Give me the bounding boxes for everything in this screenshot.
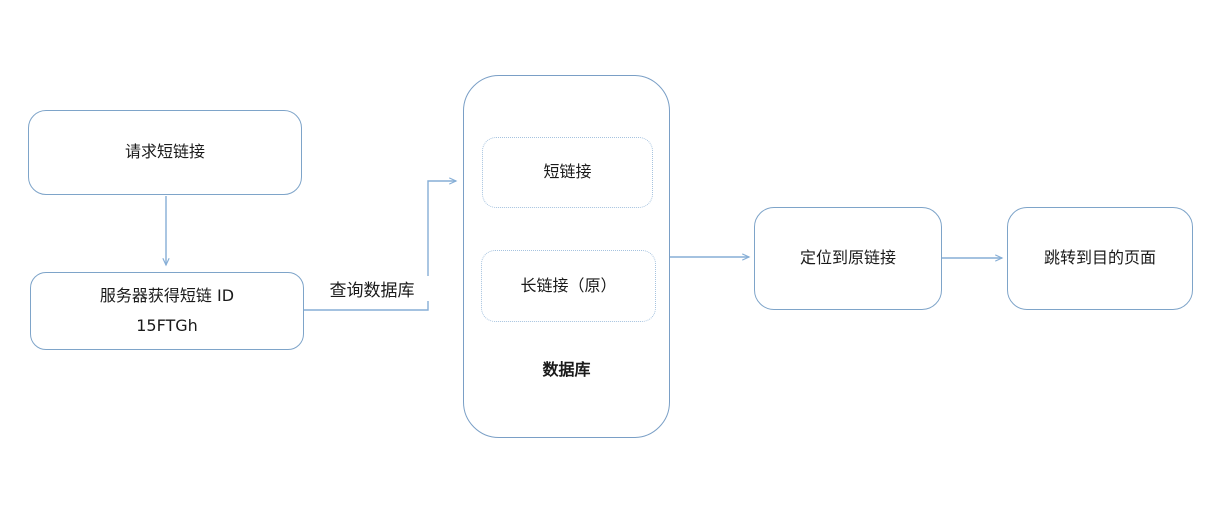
- node-server-label-line1: 服务器获得短链 ID: [99, 286, 235, 305]
- node-request-short-link: 请求短链接: [28, 110, 302, 195]
- node-long-link-original: 长链接（原）: [481, 250, 656, 322]
- node-request-label: 请求短链接: [124, 142, 205, 162]
- node-long-link-label: 长链接（原）: [520, 275, 617, 295]
- node-short-link: 短链接: [482, 137, 653, 208]
- database-caption: 数据库: [542, 360, 591, 379]
- node-database-container: [463, 75, 670, 438]
- node-server-label-line2: 15FTGh: [136, 316, 198, 335]
- edge-label-query-database: 查询数据库: [314, 276, 430, 301]
- node-locate-label: 定位到原链接: [799, 248, 896, 268]
- node-server-gets-short-id: 服务器获得短链 ID 15FTGh: [30, 272, 304, 350]
- arrow-server-to-database: [304, 181, 456, 311]
- node-locate-original-link: 定位到原链接: [754, 207, 942, 310]
- node-redirect-label: 跳转到目的页面: [1043, 248, 1156, 268]
- node-redirect-destination-page: 跳转到目的页面: [1007, 207, 1193, 310]
- node-short-link-label: 短链接: [543, 162, 592, 182]
